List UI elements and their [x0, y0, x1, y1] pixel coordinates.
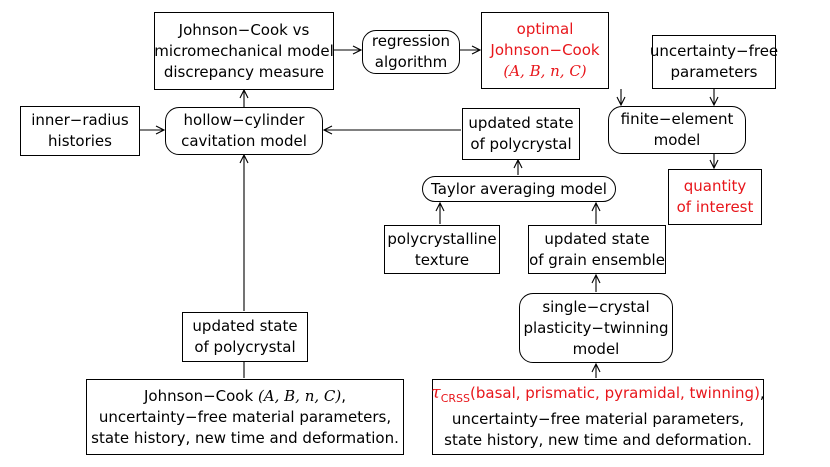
jc-params: (A, B, n, C) — [257, 386, 342, 405]
discrepancy-measure-box: Johnson−Cook vs micromechanical model di… — [154, 12, 334, 90]
node-line: algorithm — [374, 53, 448, 71]
node-line: Johnson−Cook — [490, 41, 600, 59]
crss-inputs-box: τCRSS(basal, prismatic, pyramidal, twinn… — [431, 379, 765, 455]
node-line: finite−element — [620, 110, 734, 128]
inner-radius-histories-box: inner−radius histories — [20, 106, 140, 156]
updated-state-polycrystal-top-box: updated state of polycrystal — [462, 108, 580, 160]
taylor-averaging-model-box: Taylor averaging model — [422, 176, 616, 202]
finite-element-model-box: finite−element model — [608, 106, 746, 154]
node-line: updated state — [544, 229, 650, 248]
quantity-of-interest-box: quantity of interest — [668, 169, 762, 225]
node-line: polycrystalline — [387, 229, 497, 248]
node-line: uncertainty−free material parameters, — [451, 410, 745, 428]
polycrystalline-texture-box: polycrystalline texture — [384, 225, 500, 274]
optimal-johnson-cook-box: optimal Johnson−Cook (A, B, n, C) — [481, 12, 609, 89]
node-line: Johnson−Cook vs — [178, 20, 310, 39]
node-line: micromechanical model — [154, 41, 334, 60]
updated-state-polycrystal-bottom-box: updated state of polycrystal — [182, 312, 308, 362]
node-line: parameters — [670, 63, 758, 81]
johnson-cook-inputs-box: Johnson−Cook (A, B, n, C), uncertainty−f… — [86, 379, 404, 455]
node-line: inner−radius — [31, 111, 129, 129]
jc-prefix: Johnson−Cook — [143, 386, 258, 405]
crss-modes: (basal, prismatic, pyramidal, twinning) — [470, 384, 760, 402]
updated-state-grain-ensemble-box: updated state of grain ensemble — [528, 225, 666, 274]
node-line: state history, new time and deformation. — [444, 431, 752, 449]
node-line: texture — [414, 250, 470, 269]
node-line: cavitation model — [181, 132, 307, 150]
node-line: of grain ensemble — [529, 250, 665, 269]
node-line: histories — [48, 132, 112, 150]
node-line: updated state — [468, 114, 574, 132]
node-line: of interest — [676, 198, 754, 216]
node-line: state history, new time and deformation. — [91, 428, 399, 447]
node-line: updated state — [192, 317, 298, 335]
node-line: model — [653, 131, 701, 149]
node-line: optimal — [516, 20, 574, 38]
node-line: single−crystal — [542, 297, 650, 316]
crss-inputs-first-line: τCRSS(basal, prismatic, pyramidal, twinn… — [431, 383, 764, 409]
hollow-cylinder-cavitation-model-box: hollow−cylinder cavitation model — [165, 107, 323, 155]
node-line: discrepancy measure — [163, 62, 325, 81]
jc-suffix: , — [341, 386, 347, 405]
node-line: regression — [371, 32, 451, 50]
node-line: hollow−cylinder — [183, 111, 305, 129]
crss-suffix: , — [759, 384, 765, 402]
node-line: uncertainty−free — [649, 42, 779, 60]
node-line: of polycrystal — [470, 135, 572, 153]
optimal-params: (A, B, n, C) — [503, 62, 587, 80]
tau-symbol: τ — [431, 383, 441, 403]
node-line: quantity — [683, 177, 747, 195]
node-line: plasticity−twinning — [523, 318, 669, 337]
jc-inputs-first-line: Johnson−Cook (A, B, n, C), — [144, 386, 346, 407]
node-line: model — [572, 339, 620, 358]
node-line: uncertainty−free material parameters, — [98, 407, 392, 426]
single-crystal-plasticity-twinning-model-box: single−crystal plasticity−twinning model — [519, 293, 673, 363]
uncertainty-free-parameters-box: uncertainty−free parameters — [649, 35, 779, 89]
regression-algorithm-box: regression algorithm — [362, 30, 460, 74]
node-line: of polycrystal — [194, 338, 296, 356]
tau-subscript: CRSS — [440, 392, 470, 405]
node-line: Taylor averaging model — [431, 179, 607, 198]
